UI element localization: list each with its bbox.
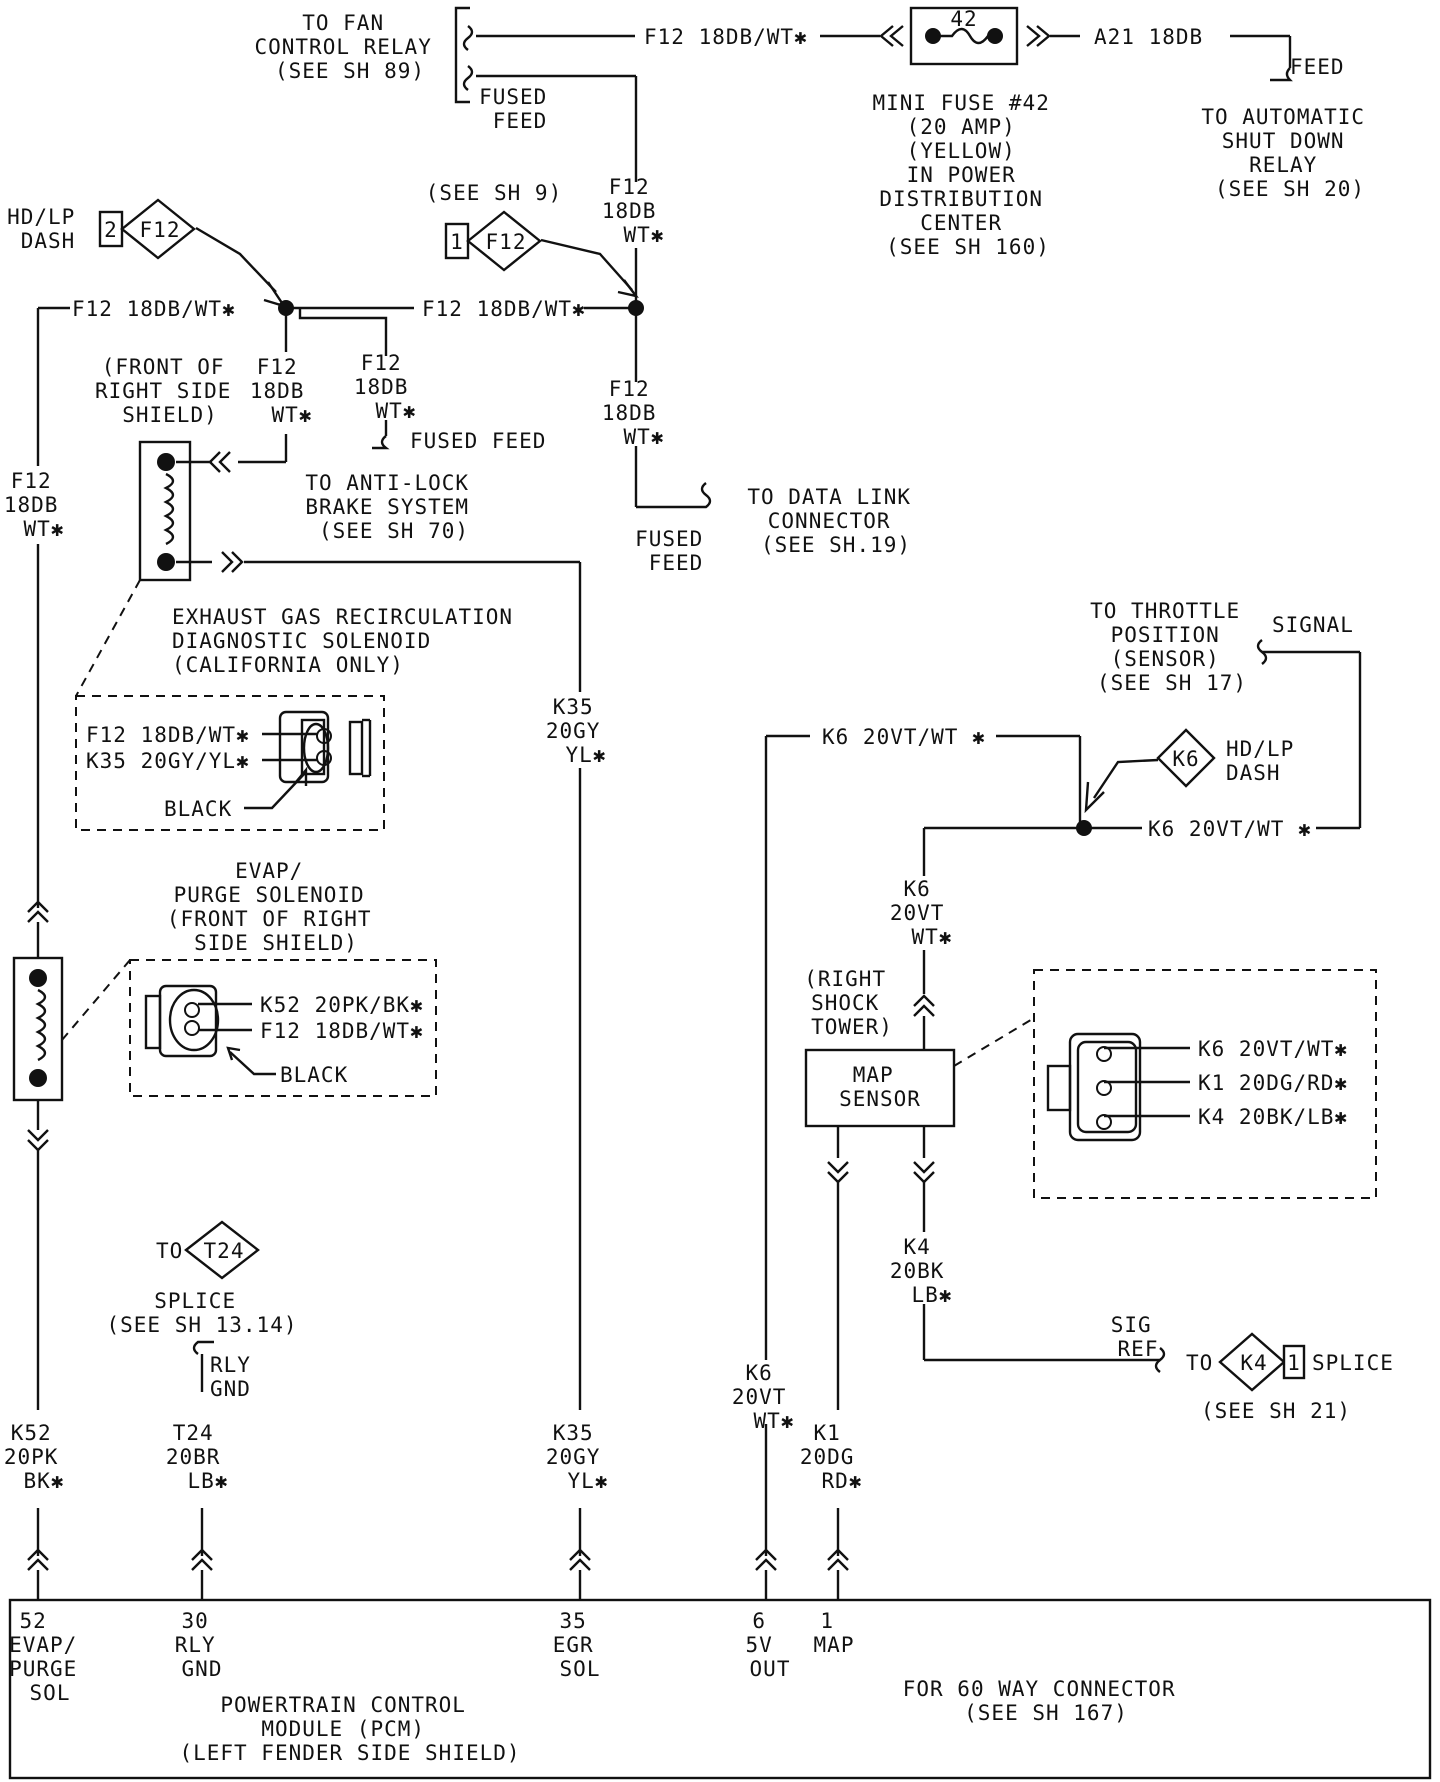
front-right-shield-label: (FRONT OF RIGHT SIDE SHIELD) (95, 355, 245, 427)
egr-connector-pins: F12 18DB/WT✱ K35 20GY/YL✱ (86, 723, 263, 773)
f12-mid-wire-label: F12 18DB/WT✱ (422, 297, 586, 321)
fused-feed-abs-label: FUSED FEED (410, 429, 546, 453)
connector-note: FOR 60 WAY CONNECTOR (SEE SH 167) (903, 1677, 1190, 1725)
f12-vertical-c-label: F12 18DB WT✱ (354, 351, 422, 423)
k52-bottom-label: K52 20PK BK✱ (4, 1421, 72, 1493)
wires (8, 6, 1432, 1780)
splice-t24-name: T24 (204, 1239, 245, 1263)
splice-t24-desc: SPLICE (SEE SH 13.14) (106, 1289, 297, 1337)
feed-label: FEED (1290, 55, 1345, 79)
fused-feed-top-label: FUSED FEED (479, 85, 561, 133)
fan-relay-label: TO FAN CONTROL RELAY (SEE SH 89) (254, 11, 445, 83)
splice-k4-label: SPLICE (1312, 1351, 1394, 1375)
sig-ref-label: SIG REF (1111, 1313, 1166, 1361)
asd-relay-label: TO AUTOMATIC SHUT DOWN RELAY (SEE SH 20) (1201, 105, 1378, 201)
k6-bottom-label: K6 20VT WT✱ (732, 1361, 800, 1433)
k35-vertical-label: K35 20GY YL✱ (546, 695, 614, 767)
data-link-label: TO DATA LINK CONNECTOR (SEE SH.19) (747, 485, 924, 557)
pcm-pin-1: 1 MAP (814, 1609, 855, 1657)
egr-solenoid-label: EXHAUST GAS RECIRCULATION DIAGNOSTIC SOL… (172, 605, 527, 677)
t24-bottom-label: T24 20BR LB✱ (166, 1421, 234, 1493)
splice-f12-1: 1 F12 (444, 210, 542, 272)
see-sh21-label: (SEE SH 21) (1201, 1399, 1351, 1423)
evap-connector-pins: K52 20PK/BK✱ F12 18DB/WT✱ (260, 993, 437, 1043)
see-sh9-label: (SEE SH 9) (426, 181, 562, 205)
junction-dots (278, 300, 1092, 836)
splice-k6: K6 (1156, 728, 1216, 788)
rly-gnd-wire-label: RLY GND (210, 1353, 265, 1401)
splice-f12-2: 2 F12 (98, 198, 196, 260)
evap-solenoid-label: EVAP/ PURGE SOLENOID (FRONT OF RIGHT SID… (167, 859, 385, 955)
f12-vertical-b-label: F12 18DB WT✱ (250, 355, 318, 427)
pcm-pin-30: 30 RLY GND (175, 1609, 230, 1681)
splice-f12-2-number: 2 (104, 218, 118, 242)
abs-label: TO ANTI-LOCK BRAKE SYSTEM (SEE SH 70) (305, 471, 482, 543)
hdlp-dash-k6-label: HD/LP DASH (1226, 737, 1308, 785)
a21-wire-label: A21 18DB (1094, 25, 1203, 49)
f12-top-wire-label: F12 18DB/WT✱ (644, 25, 808, 49)
mini-fuse-label: MINI FUSE #42 (20 AMP) (YELLOW) IN POWER… (872, 91, 1063, 259)
k6-right-wire-label: K6 20VT/WT ✱ (1148, 817, 1312, 841)
k35-bottom-label: K35 20GY YL✱ (546, 1421, 614, 1493)
to-t24-label: TO (156, 1239, 183, 1263)
fused-feed-dlc-label: FUSED FEED (635, 527, 717, 575)
tps-label: TO THROTTLE POSITION (SENSOR) (SEE SH 17… (1090, 599, 1254, 695)
k6-top-wire-label: K6 20VT/WT ✱ (822, 725, 986, 749)
splice-k4-name: K4 (1240, 1351, 1267, 1375)
signal-label: SIGNAL (1272, 613, 1354, 637)
k4-vertical-label: K4 20BK LB✱ (890, 1235, 958, 1307)
to-k4-label: TO (1186, 1351, 1213, 1375)
splice-f12-1-number: 1 (450, 230, 464, 254)
splice-k6-name: K6 (1172, 747, 1199, 771)
shock-tower-label: (RIGHT SHOCK TOWER) (804, 967, 900, 1039)
splice-k4-number: 1 (1287, 1351, 1301, 1375)
fuse-number: 42 (950, 7, 977, 31)
splice-f12-2-name: F12 (140, 218, 181, 242)
k1-bottom-label: K1 20DG RD✱ (800, 1421, 868, 1493)
f12-left-wire-label: F12 18DB/WT✱ (72, 297, 236, 321)
pcm-pin-35: 35 EGR SOL (553, 1609, 608, 1681)
pcm-name: POWERTRAIN CONTROL MODULE (PCM) (LEFT FE… (179, 1693, 520, 1765)
f12-vertical-d-label: F12 18DB WT✱ (602, 377, 670, 449)
f12-vertical-a-label: F12 18DB WT✱ (602, 175, 670, 247)
map-connector-pins: K6 20VT/WT✱ K1 20DG/RD✱ K4 20BK/LB✱ (1198, 1037, 1362, 1129)
hdlp-dash-label: HD/LP DASH (7, 205, 89, 253)
pcm-pin-6: 6 5V OUT (746, 1609, 791, 1681)
k6-vertical-label: K6 20VT WT✱ (890, 877, 958, 949)
evap-black-label: BLACK (280, 1063, 348, 1087)
pcm-pin-52: 52 EVAP/ PURGE SOL (9, 1609, 91, 1705)
egr-black-label: BLACK (164, 797, 232, 821)
splice-t24: T24 (184, 1220, 260, 1280)
map-sensor-label: MAP SENSOR (839, 1063, 921, 1111)
f12-vertical-left-label: F12 18DB WT✱ (4, 469, 72, 541)
splice-k4: K4 1 (1218, 1332, 1306, 1392)
splice-f12-1-name: F12 (486, 230, 527, 254)
